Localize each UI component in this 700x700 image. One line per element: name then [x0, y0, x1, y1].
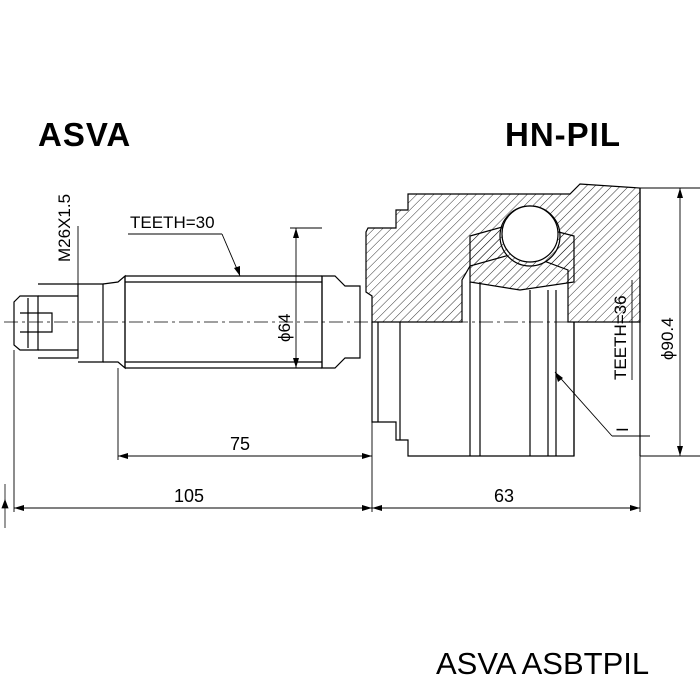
dimension-arrows	[14, 188, 683, 511]
thread-label: M26X1.5	[55, 194, 74, 262]
dimensions	[13, 187, 700, 512]
teeth-inner-label: TEETH=36	[611, 295, 630, 380]
dim-105-label: 105	[174, 486, 204, 506]
section-mark-label: I	[613, 427, 632, 432]
brand-logo-text: ASVA	[38, 116, 132, 153]
axis-marker-icon	[1, 484, 9, 528]
dim-63-label: 63	[494, 486, 514, 506]
housing-body	[371, 188, 641, 457]
teeth-shaft-label: TEETH=30	[130, 213, 215, 232]
part-number: HN-PIL	[505, 116, 621, 153]
dim-75-label: 75	[230, 434, 250, 454]
diameter-outer-label: ϕ90.4	[658, 317, 677, 360]
ball-cage	[469, 205, 575, 291]
footer-label: ASVA ASBTPIL	[436, 646, 650, 681]
diameter-shaft-label: ϕ64	[275, 314, 294, 342]
